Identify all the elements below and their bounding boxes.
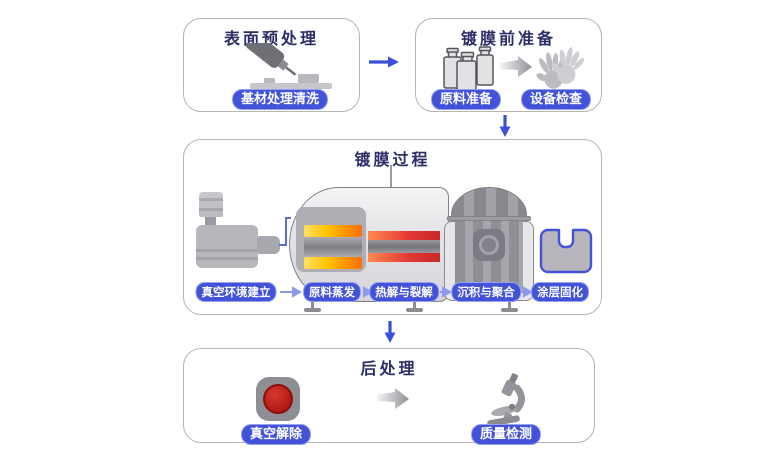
machine-foot [304,299,321,312]
deposition-dome-brim [447,216,531,221]
fade-arrow-icon [500,56,532,77]
pill-material-preparation: 原料准备 [430,89,502,110]
pill-vacuum-release: 真空解除 [240,424,312,445]
panel-preparation-title: 镀膜前准备 [460,29,556,48]
heater-band-red-top [368,231,440,240]
vacuum-release-button-icon [256,377,300,421]
pill-equipment-check: 设备检查 [520,89,592,110]
connector-overlay [279,217,534,298]
arrow-right-icon [369,56,399,68]
vacuum-pump-neck [205,217,216,226]
chamber-antenna [390,165,392,188]
vacuum-pipe-line [279,217,291,246]
machine-foot [406,299,423,312]
pill-substrate-cleaning: 基材处理清洗 [231,89,329,110]
cleaning-dispenser-over-substrate-icon [245,43,332,89]
vacuum-pump-icon [196,225,258,268]
vacuum-pump-outlet [257,236,280,254]
porthole-window [473,229,505,261]
machine-foot [501,299,518,312]
red-button [263,384,293,414]
heater-band-yellow-top [304,225,362,237]
vacuum-pump-motor [199,192,223,217]
heater-band-red-bottom [368,253,440,262]
material-bottles-icon [443,46,494,91]
panel-pretreatment: 表面预处理 基材处理清洗 [183,18,360,112]
microscope-icon [487,373,525,427]
pyrolysis-tube [368,240,440,253]
step-pill-curing: 涂层固化 [531,282,589,302]
step-arrow-icons [280,286,534,298]
arrow-down-icon [384,321,396,343]
coated-part-icon [539,228,593,274]
panel-post: 后处理 真空解除 质量检测 [183,348,595,445]
heater-band-yellow-bottom [304,257,362,269]
step-pill-pyrolysis: 热解与裂解 [369,282,439,302]
fade-arrow-icon [377,388,409,409]
panel-coating-title: 镀膜过程 [354,150,431,169]
gloves-icon [534,45,588,91]
step-pill-evaporation: 原料蒸发 [303,282,361,302]
panel-preparation: 镀膜前准备 [415,18,602,112]
panel-post-title: 后处理 [360,359,418,378]
panel-coating: 镀膜过程 [183,139,602,315]
pill-quality-check: 质量检测 [470,424,542,445]
arrow-down-icon [499,115,511,137]
step-pill-deposition: 沉积与聚合 [451,282,521,302]
evaporation-tube [304,237,362,257]
step-pill-vacuum-setup: 真空环境建立 [195,282,277,302]
